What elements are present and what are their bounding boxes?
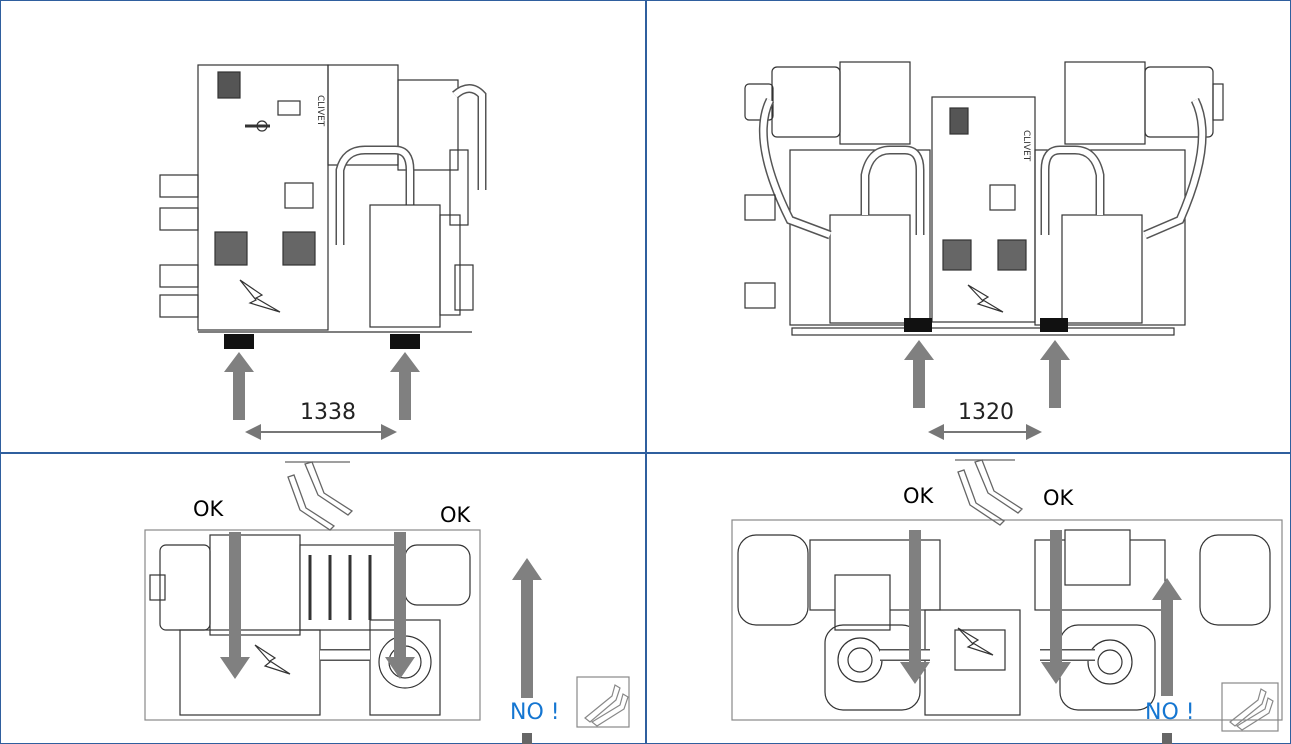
no-label: NO ! <box>510 700 560 725</box>
forklift-forks-icon <box>285 461 354 531</box>
lift-pad-right <box>390 334 420 349</box>
unit-top-view-twin <box>731 519 1283 721</box>
lift-arrow-left-twin <box>904 340 934 408</box>
lift-arrow-right <box>390 352 420 420</box>
ok-label-1: OK <box>193 497 224 521</box>
panel-divider-horizontal <box>0 452 1291 454</box>
forklift-forks-side-icon <box>576 676 630 728</box>
ok-arrow-1 <box>220 532 250 679</box>
lift-pad-right-twin <box>1040 318 1068 332</box>
no-arrow-twin <box>1152 578 1182 696</box>
unit-front-view-single: CLIVET <box>159 64 487 333</box>
no-arrow-stub <box>522 733 532 744</box>
ok-arrow-twin-1 <box>900 530 930 684</box>
ok-arrow-twin-2 <box>1041 530 1071 684</box>
brand-label-twin: CLIVET <box>1021 130 1031 162</box>
panel-divider-vertical <box>645 0 647 744</box>
forklift-forks-icon-twin <box>955 459 1024 526</box>
ok-label-twin-1: OK <box>903 484 934 508</box>
lift-pad-left <box>224 334 254 349</box>
ok-arrow-2 <box>385 532 415 679</box>
lift-pad-left-twin <box>904 318 932 332</box>
unit-front-view-twin: CLIVET <box>744 61 1224 336</box>
ok-label-twin-2: OK <box>1043 486 1074 510</box>
no-label-twin: NO ! <box>1145 700 1195 725</box>
dimension-label-twin: 1320 <box>958 400 1014 425</box>
no-arrow <box>512 558 542 698</box>
no-arrow-stub-twin <box>1162 733 1172 744</box>
lift-arrow-left <box>224 352 254 420</box>
forklift-forks-side-icon-twin <box>1221 682 1279 732</box>
unit-top-view-single <box>144 529 481 721</box>
lift-arrow-right-twin <box>1040 340 1070 408</box>
ok-label-2: OK <box>440 503 471 527</box>
dimension-label: 1338 <box>300 400 356 425</box>
brand-label: CLIVET <box>315 95 325 127</box>
